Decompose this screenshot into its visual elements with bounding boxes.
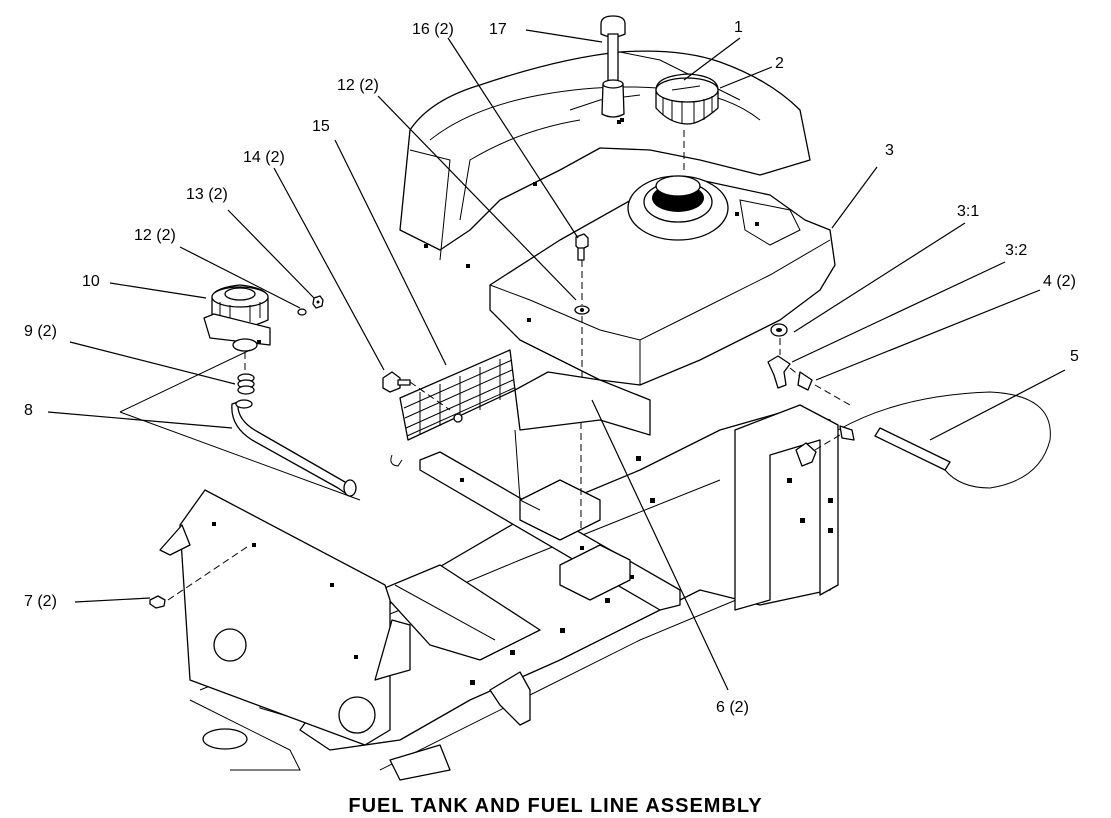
callout-6: 6 (2) <box>716 699 749 716</box>
leader-lines <box>47 29 1066 691</box>
callout-13: 13 (2) <box>186 186 228 203</box>
fuel-line <box>795 391 1051 489</box>
hose-clamp <box>237 373 255 395</box>
fuel-fitting <box>767 323 851 406</box>
tank-bracket <box>514 371 651 511</box>
callout-4: 4 (2) <box>1043 273 1076 290</box>
fuel-filter <box>203 284 271 375</box>
screw-14 <box>382 371 451 411</box>
callout-8: 8 <box>24 402 33 419</box>
fuel-hose <box>231 399 357 497</box>
callout-15: 15 <box>312 118 330 135</box>
callout-labels: 1 2 3 3:1 3:2 4 (2) 5 6 (2) 7 (2) 8 9 (2… <box>24 19 1079 716</box>
fuel-tank <box>489 175 836 386</box>
bolt-7 <box>149 544 251 609</box>
callout-9: 9 (2) <box>24 323 57 340</box>
heat-screen <box>390 349 516 467</box>
callout-12-left: 12 (2) <box>134 227 176 244</box>
washer-12 <box>297 308 307 316</box>
diagram-caption: FUEL TANK AND FUEL LINE ASSEMBLY <box>348 795 763 817</box>
callout-10: 10 <box>82 273 100 290</box>
callout-7: 7 (2) <box>24 593 57 610</box>
gas-cap <box>655 73 719 170</box>
callout-14: 14 (2) <box>243 149 285 166</box>
chassis-frame <box>189 404 839 781</box>
callout-2: 2 <box>775 55 784 72</box>
callout-3-1: 3:1 <box>957 203 979 220</box>
callout-17: 17 <box>489 21 507 38</box>
nut-13 <box>312 295 324 309</box>
callout-16: 16 (2) <box>412 21 454 38</box>
callout-12-center: 12 (2) <box>337 77 379 94</box>
callout-3-2: 3:2 <box>1005 242 1027 259</box>
fuel-gauge <box>600 15 626 124</box>
callout-3: 3 <box>885 142 894 159</box>
callout-1: 1 <box>734 19 743 36</box>
front-panel <box>159 489 411 746</box>
callout-5: 5 <box>1070 348 1079 365</box>
